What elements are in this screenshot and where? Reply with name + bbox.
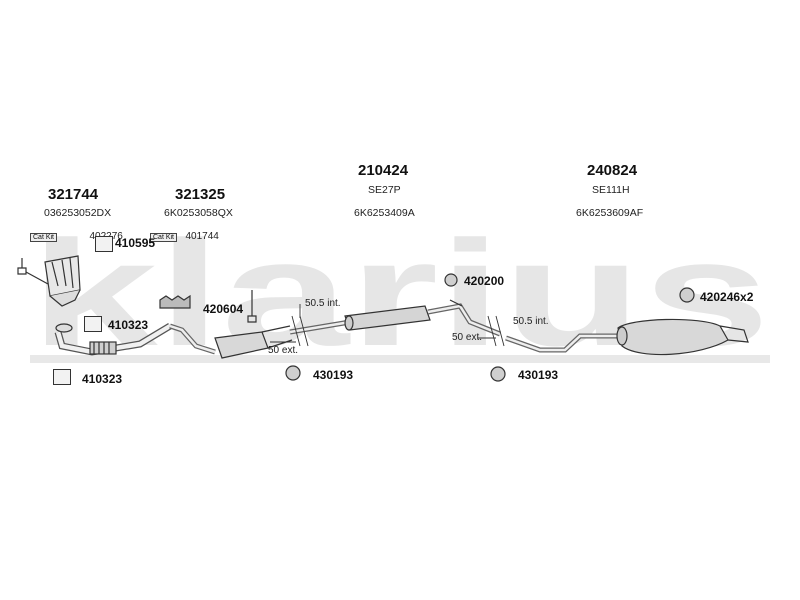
part-number: 430193 bbox=[313, 368, 354, 382]
group-code: 6K0253058QX bbox=[164, 207, 233, 219]
part-number: 410595 bbox=[115, 236, 156, 250]
group-number: 321325 bbox=[175, 186, 226, 203]
clamp-part bbox=[159, 294, 191, 309]
part-number: 410323 bbox=[108, 318, 149, 332]
group-number: 240824 bbox=[587, 162, 638, 179]
group-number: 210424 bbox=[358, 162, 409, 179]
manifold-part bbox=[17, 255, 81, 307]
catkit-badge: Cat Kit bbox=[30, 233, 58, 242]
group-number: 321744 bbox=[48, 186, 99, 203]
part-number: 420246x2 bbox=[700, 290, 754, 304]
catkit-badge: Cat Kit bbox=[150, 233, 178, 242]
group-code: 036253052DX bbox=[44, 207, 112, 219]
front-pipe-part bbox=[54, 322, 172, 356]
dimension-label: 50 ext. bbox=[268, 345, 299, 356]
part-icon bbox=[84, 316, 102, 332]
dimension-label: 50.5 int. bbox=[513, 316, 549, 327]
group-sub: SE111H bbox=[592, 184, 630, 196]
group-code: 6K6253609AF bbox=[576, 207, 644, 219]
part-icon bbox=[53, 369, 71, 385]
middle-silencer-part bbox=[289, 299, 501, 337]
part-number: 430193 bbox=[518, 368, 559, 382]
part-icon bbox=[95, 236, 113, 252]
part-number: 420200 bbox=[464, 274, 505, 288]
group-sub: SE27P bbox=[368, 184, 401, 196]
hanger-parts bbox=[285, 273, 695, 382]
dimension-marks bbox=[270, 304, 505, 347]
group-code: 6K6253409A bbox=[354, 207, 415, 219]
dimension-label: 50 ext. bbox=[452, 332, 483, 343]
watermark-bar bbox=[30, 355, 770, 363]
catkit-number: 401744 bbox=[185, 231, 219, 242]
dimension-label: 50.5 int. bbox=[305, 298, 341, 309]
part-number: 420604 bbox=[203, 302, 244, 316]
catalytic-converter-part bbox=[169, 290, 293, 359]
catkit: Cat Kit 401744 bbox=[150, 226, 219, 244]
part-number: 410323 bbox=[82, 372, 123, 386]
rear-silencer-part bbox=[505, 318, 749, 356]
